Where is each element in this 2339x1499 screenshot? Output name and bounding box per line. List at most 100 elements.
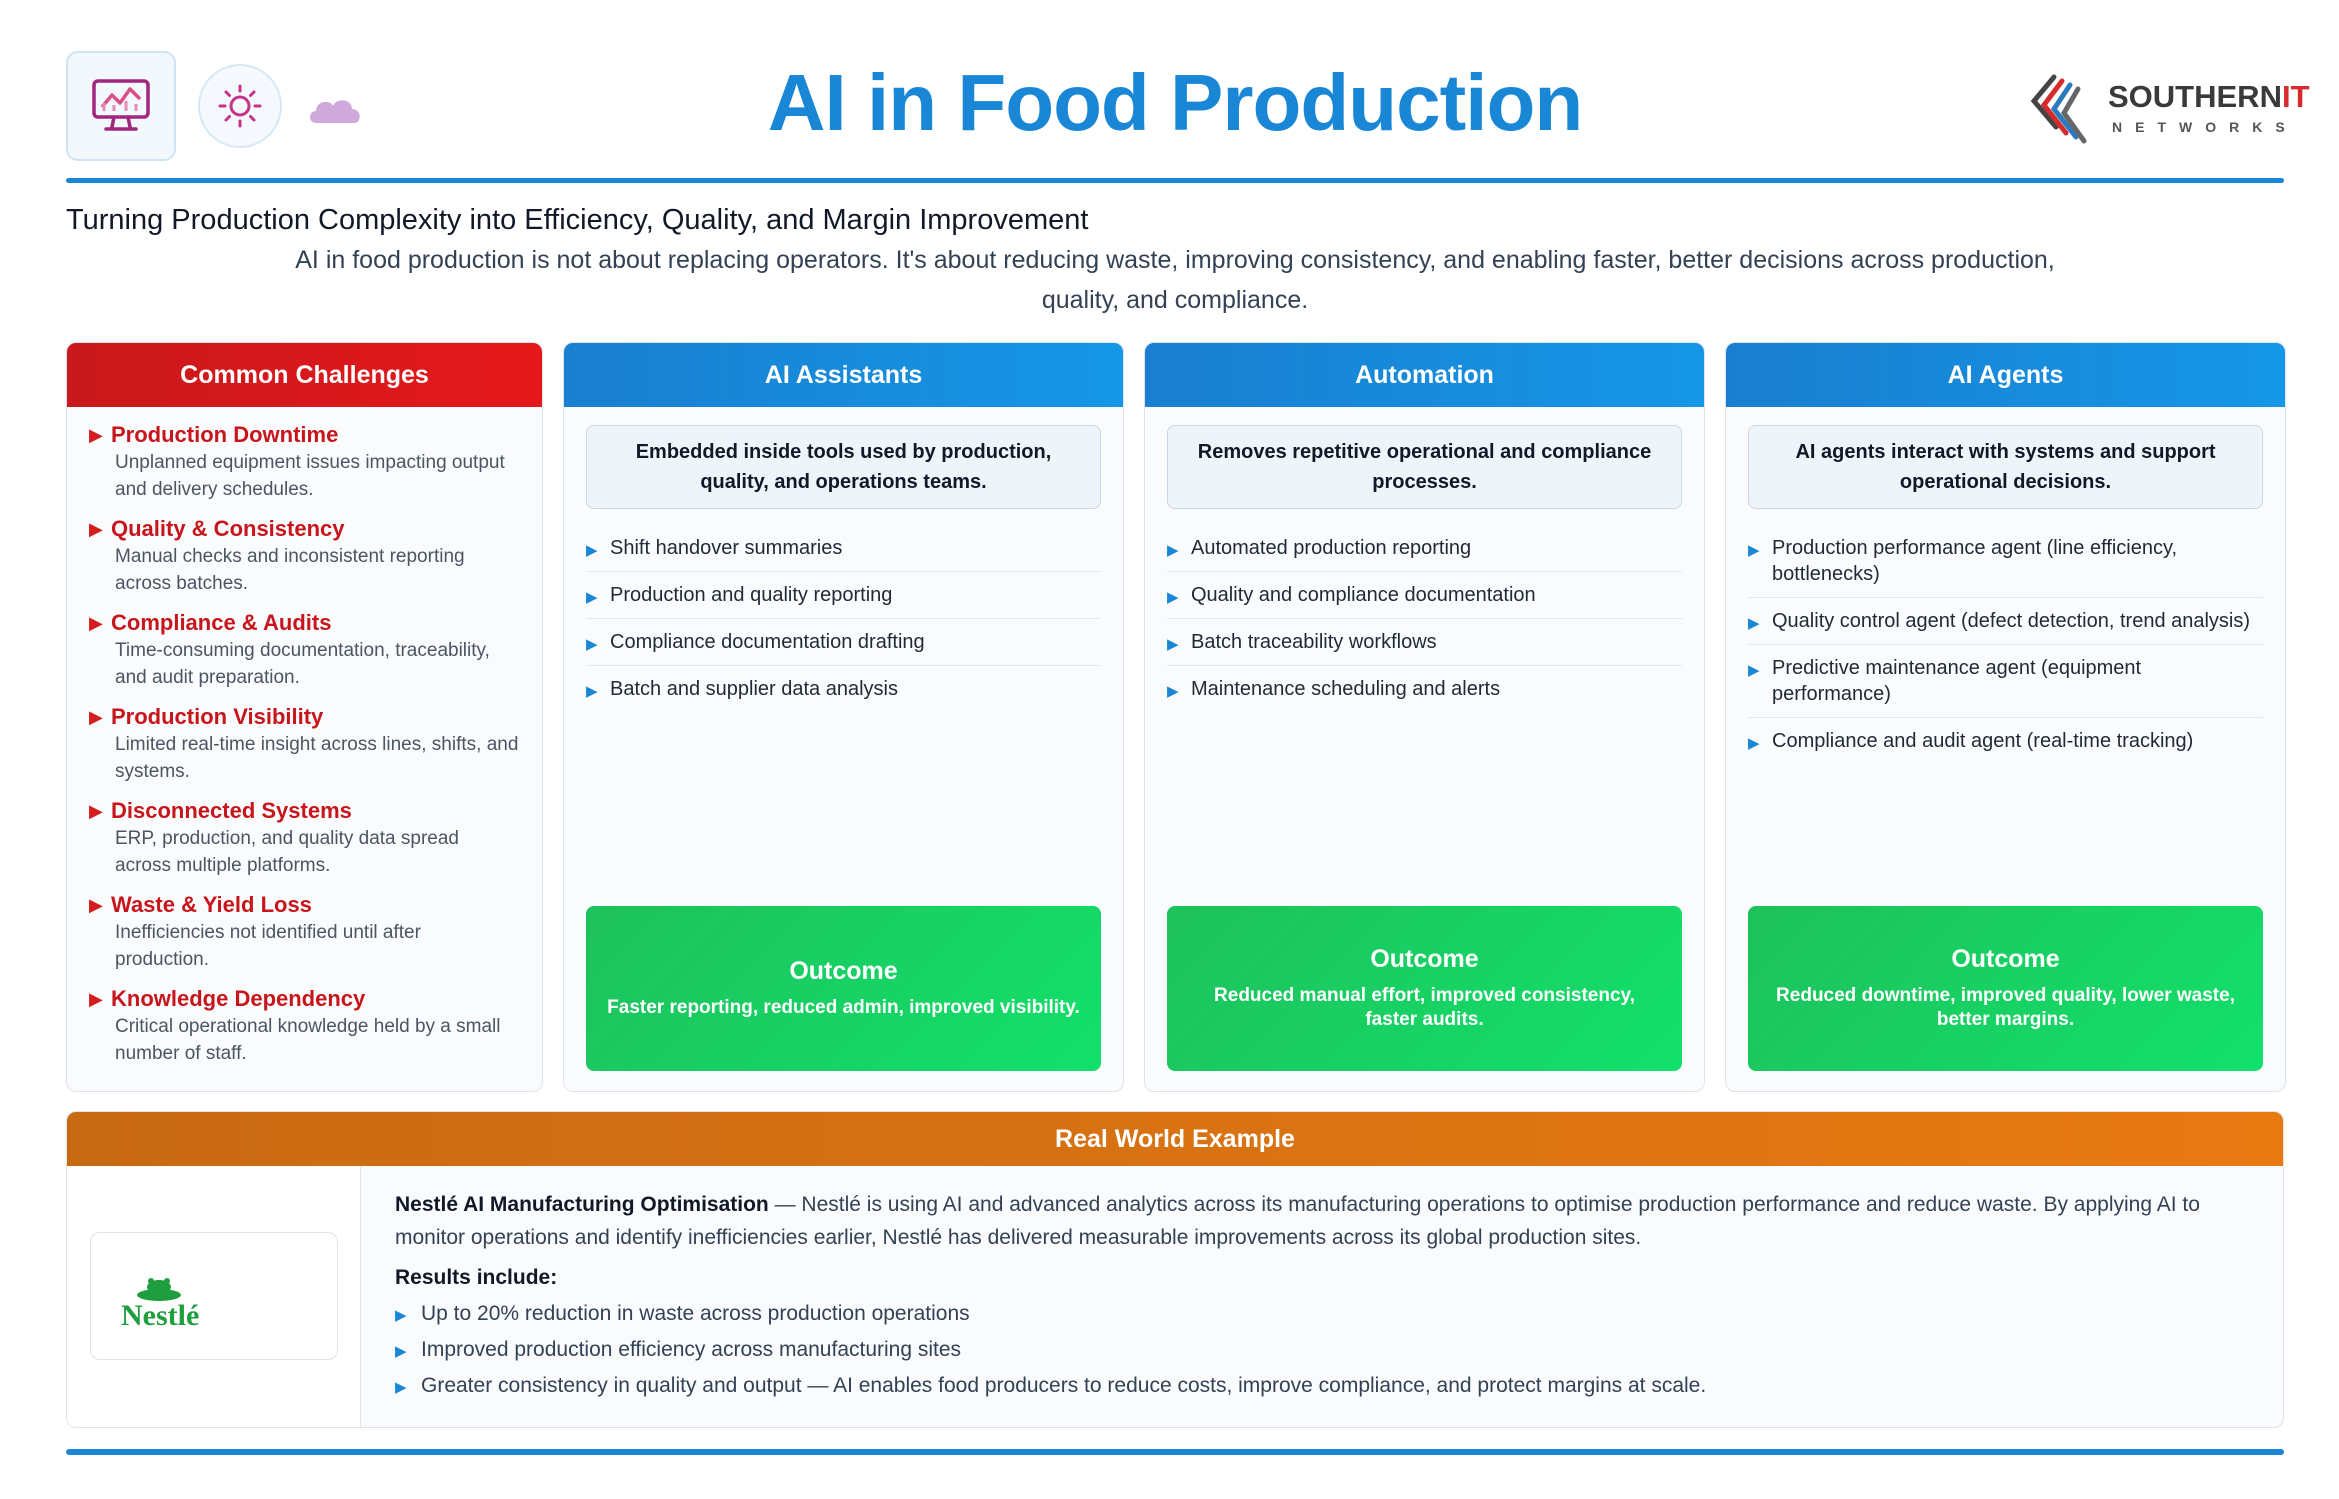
- results-list: ▶Up to 20% reduction in waste across pro…: [395, 1296, 2255, 1404]
- ai-assistants-panel: AI Assistants Embedded inside tools used…: [563, 342, 1124, 1092]
- triangle-right-icon: ▶: [89, 519, 103, 539]
- challenge-desc: Critical operational knowledge held by a…: [115, 1016, 501, 1064]
- triangle-right-icon: ▶: [1748, 662, 1760, 679]
- automation-header: Automation: [1145, 343, 1704, 407]
- monitor-chart-icon: [66, 51, 176, 161]
- header: AI in Food Production SOUTHERNIT NETWORK…: [66, 51, 2310, 163]
- triangle-right-icon: ▶: [1748, 615, 1760, 632]
- list-item: ▶Quality and compliance documentation: [1167, 572, 1682, 619]
- list-item: ▶Compliance and audit agent (real-time t…: [1748, 718, 2263, 764]
- challenges-list: ▶ Production Downtime Unplanned equipmen…: [67, 407, 542, 1067]
- challenges-panel: Common Challenges ▶ Production Downtime …: [66, 342, 543, 1092]
- outcome-text: Reduced downtime, improved quality, lowe…: [1776, 985, 2235, 1030]
- list-item: ▶Predictive maintenance agent (equipment…: [1748, 645, 2263, 718]
- ai-assistants-summary: Embedded inside tools used by production…: [586, 425, 1101, 509]
- list-item: ▶Up to 20% reduction in waste across pro…: [395, 1296, 2255, 1332]
- automation-list: ▶Automated production reporting ▶Quality…: [1167, 525, 1682, 712]
- list-item: ▶Automated production reporting: [1167, 525, 1682, 572]
- triangle-right-icon: ▶: [586, 542, 598, 559]
- challenge-title: Waste & Yield Loss: [111, 892, 312, 917]
- triangle-right-icon: ▶: [586, 636, 598, 653]
- southern-it-logo: SOUTHERNIT NETWORKS: [2024, 71, 2310, 147]
- challenge-title: Compliance & Audits: [111, 610, 332, 635]
- challenge-item: ▶ Compliance & Audits Time-consuming doc…: [89, 609, 520, 691]
- challenge-title: Knowledge Dependency: [111, 986, 366, 1011]
- list-item: ▶Greater consistency in quality and outp…: [395, 1368, 2255, 1404]
- list-item: ▶Batch traceability workflows: [1167, 619, 1682, 666]
- challenge-desc: Manual checks and inconsistent reporting…: [115, 546, 465, 594]
- triangle-right-icon: ▶: [395, 1307, 407, 1324]
- list-item: ▶Production performance agent (line effi…: [1748, 525, 2263, 598]
- triangle-right-icon: ▶: [89, 801, 103, 821]
- nestle-logo-card: Nestlé: [90, 1232, 338, 1360]
- triangle-right-icon: ▶: [395, 1343, 407, 1360]
- list-item: ▶Compliance documentation drafting: [586, 619, 1101, 666]
- challenge-item: ▶ Quality & Consistency Manual checks an…: [89, 515, 520, 597]
- list-item: ▶Quality control agent (defect detection…: [1748, 598, 2263, 645]
- triangle-right-icon: ▶: [1167, 589, 1179, 606]
- outcome-text: Reduced manual effort, improved consiste…: [1214, 985, 1635, 1030]
- challenge-item: ▶ Production Visibility Limited real-tim…: [89, 703, 520, 785]
- example-text: — Nestlé is using AI and advanced analyt…: [395, 1193, 2200, 1249]
- list-item: ▶Shift handover summaries: [586, 525, 1101, 572]
- sun-gear-icon: [198, 64, 282, 148]
- automation-panel: Automation Removes repetitive operationa…: [1144, 342, 1705, 1092]
- triangle-right-icon: ▶: [1748, 735, 1760, 752]
- outcome-title: Outcome: [1951, 945, 2060, 973]
- example-description: Nestlé AI Manufacturing Optimisation — N…: [395, 1188, 2255, 1254]
- outcome-title: Outcome: [1370, 945, 1479, 973]
- automation-outcome: Outcome Reduced manual effort, improved …: [1167, 906, 1682, 1071]
- triangle-right-icon: ▶: [89, 425, 103, 445]
- automation-summary: Removes repetitive operational and compl…: [1167, 425, 1682, 509]
- logo-wordmark: SOUTHERNIT: [2108, 79, 2310, 114]
- list-item: ▶Improved production efficiency across m…: [395, 1332, 2255, 1368]
- results-label: Results include:: [395, 1266, 558, 1289]
- intro-text: AI in food production is not about repla…: [295, 246, 2055, 314]
- triangle-right-icon: ▶: [89, 707, 103, 727]
- triangle-right-icon: ▶: [89, 613, 103, 633]
- challenge-item: ▶ Disconnected Systems ERP, production, …: [89, 797, 520, 879]
- list-item: ▶Maintenance scheduling and alerts: [1167, 666, 1682, 712]
- challenge-desc: ERP, production, and quality data spread…: [115, 828, 459, 876]
- triangle-right-icon: ▶: [1748, 542, 1760, 559]
- example-lead: Nestlé AI Manufacturing Optimisation: [395, 1193, 769, 1216]
- page-subtitle: Turning Production Complexity into Effic…: [66, 204, 1089, 236]
- challenge-desc: Unplanned equipment issues impacting out…: [115, 452, 505, 500]
- ai-agents-panel: AI Agents AI agents interact with system…: [1725, 342, 2286, 1092]
- challenge-title: Quality & Consistency: [111, 516, 345, 541]
- triangle-right-icon: ▶: [586, 589, 598, 606]
- challenge-title: Production Visibility: [111, 704, 324, 729]
- page-title: AI in Food Production: [767, 58, 1583, 147]
- triangle-right-icon: ▶: [89, 895, 103, 915]
- example-body: Nestlé AI Manufacturing Optimisation — N…: [395, 1188, 2255, 1404]
- challenge-item: ▶ Waste & Yield Loss Inefficiencies not …: [89, 891, 520, 973]
- triangle-right-icon: ▶: [1167, 542, 1179, 559]
- challenge-desc: Inefficiencies not identified until afte…: [115, 922, 421, 970]
- ai-assistants-list: ▶Shift handover summaries ▶Production an…: [586, 525, 1101, 712]
- header-divider: [66, 178, 2284, 183]
- ai-agents-list: ▶Production performance agent (line effi…: [1748, 525, 2263, 764]
- challenge-desc: Time-consuming documentation, traceabili…: [115, 640, 490, 688]
- ai-agents-outcome: Outcome Reduced downtime, improved quali…: [1748, 906, 2263, 1071]
- challenges-header: Common Challenges: [67, 343, 542, 407]
- challenge-title: Production Downtime: [111, 422, 339, 447]
- real-world-example-header: Real World Example: [67, 1112, 2283, 1166]
- outcome-text: Faster reporting, reduced admin, improve…: [607, 997, 1080, 1018]
- ai-agents-summary: AI agents interact with systems and supp…: [1748, 425, 2263, 509]
- logo-mark-icon: [2030, 74, 2087, 144]
- example-logo-area: Nestlé: [67, 1166, 361, 1427]
- triangle-right-icon: ▶: [586, 683, 598, 700]
- outcome-title: Outcome: [789, 957, 898, 985]
- triangle-right-icon: ▶: [1167, 683, 1179, 700]
- triangle-right-icon: ▶: [395, 1379, 407, 1396]
- footer-divider: [66, 1449, 2284, 1455]
- triangle-right-icon: ▶: [1167, 636, 1179, 653]
- triangle-right-icon: ▶: [89, 989, 103, 1009]
- challenge-item: ▶ Knowledge Dependency Critical operatio…: [89, 985, 520, 1067]
- cloud-icon: [306, 91, 366, 127]
- ai-assistants-outcome: Outcome Faster reporting, reduced admin,…: [586, 906, 1101, 1071]
- nestle-wordmark: Nestlé: [121, 1299, 200, 1332]
- challenge-desc: Limited real-time insight across lines, …: [115, 734, 519, 782]
- logo-tagline: NETWORKS: [2112, 119, 2298, 135]
- list-item: ▶Batch and supplier data analysis: [586, 666, 1101, 712]
